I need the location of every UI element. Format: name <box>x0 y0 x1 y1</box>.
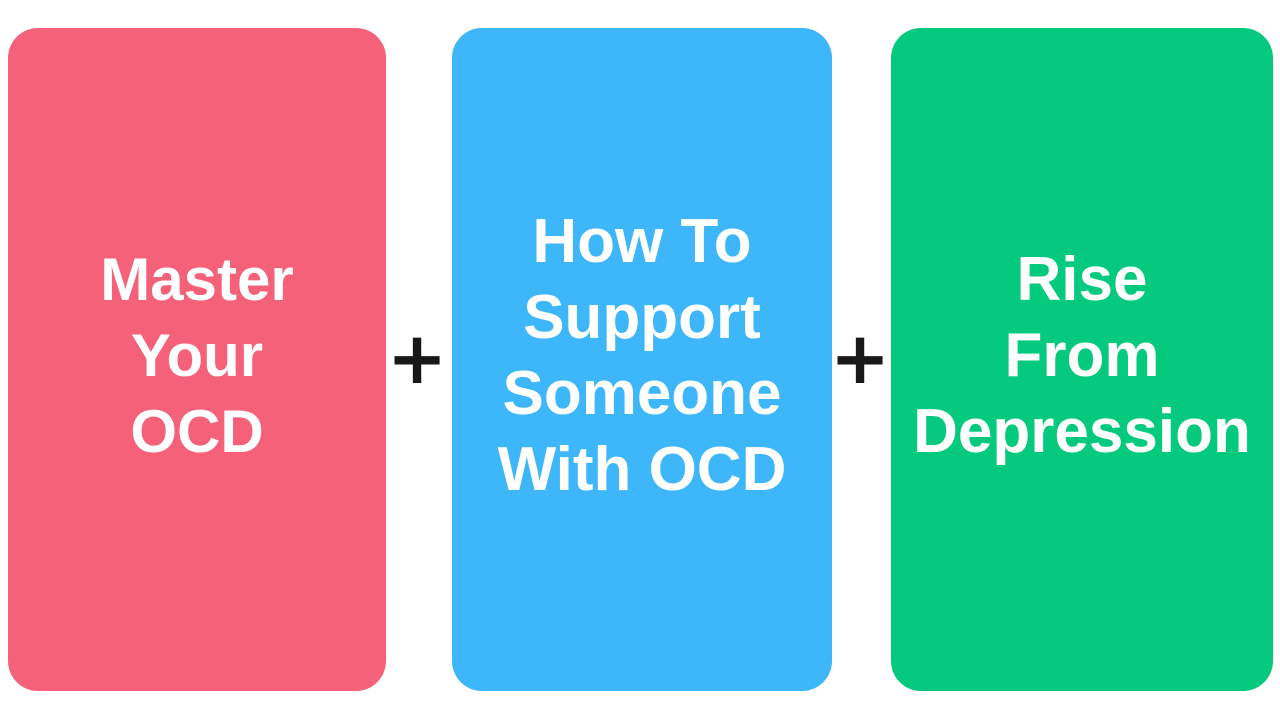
title-line: With OCD <box>497 434 787 504</box>
card-master-your-ocd-title: Master Your OCD <box>100 242 293 470</box>
title-line: From <box>1004 320 1160 390</box>
title-line: Someone <box>502 358 782 428</box>
title-line: Rise <box>1016 244 1148 314</box>
title-line: Your <box>130 321 264 389</box>
card-rise-from-depression-title: Rise From Depression <box>913 242 1251 470</box>
title-line: Master <box>100 245 294 313</box>
title-line: How To <box>532 206 752 276</box>
title-line: Support <box>523 282 761 352</box>
card-rise-from-depression: Rise From Depression <box>891 28 1273 691</box>
card-master-your-ocd: Master Your OCD <box>8 28 386 691</box>
title-line: Depression <box>913 396 1251 466</box>
plus-operator-1: + <box>386 316 448 400</box>
title-line: OCD <box>130 397 264 465</box>
card-how-to-support-someone-with-ocd: How To Support Someone With OCD <box>452 28 832 691</box>
plus-operator-2: + <box>829 316 891 400</box>
card-how-to-support-someone-with-ocd-title: How To Support Someone With OCD <box>498 204 787 508</box>
